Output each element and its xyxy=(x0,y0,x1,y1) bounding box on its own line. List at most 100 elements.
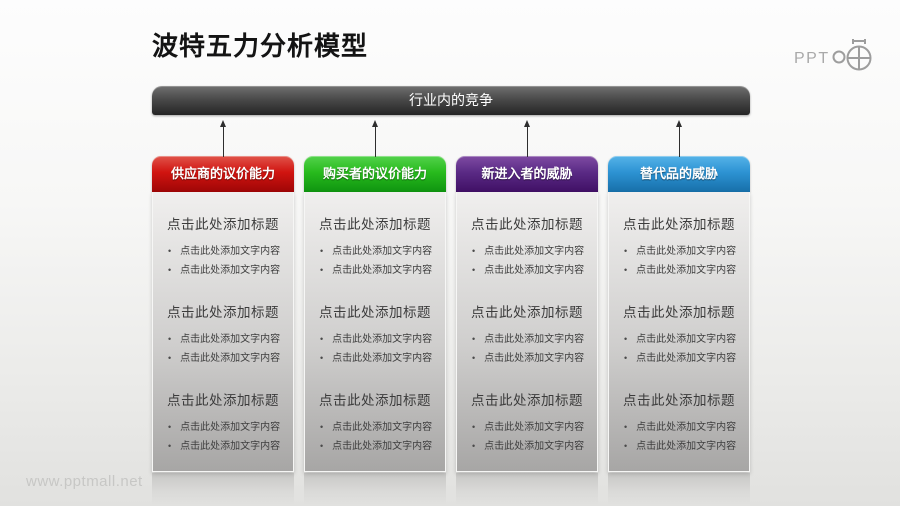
bullet-dot-icon: • xyxy=(320,353,324,363)
column-body-threat-of-substitutes: 点击此处添加标题•点击此处添加文字内容•点击此处添加文字内容点击此处添加标题•点… xyxy=(608,192,750,472)
five-forces-diagram: 行业内的竞争 供应商的议价能力点击此处添加标题•点击此处添加文字内容•点击此处添… xyxy=(152,86,750,505)
bullet-dot-icon: • xyxy=(472,246,476,256)
bullet-text: 点击此处添加文字内容 xyxy=(332,265,433,276)
column-header-threat-of-substitutes[interactable]: 替代品的威胁 xyxy=(608,156,750,192)
bullet-text: 点击此处添加文字内容 xyxy=(180,422,281,433)
placeholder-bullet[interactable]: •点击此处添加文字内容 xyxy=(463,349,591,368)
reflection-supplier-bargaining-power xyxy=(152,473,294,505)
bullet-text: 点击此处添加文字内容 xyxy=(484,422,585,433)
placeholder-bullet[interactable]: •点击此处添加文字内容 xyxy=(159,242,287,261)
logo-text: PPT xyxy=(794,50,830,67)
placeholder-title[interactable]: 点击此处添加标题 xyxy=(471,305,583,320)
placeholder-bullet[interactable]: • 点击此处添加文字内容 xyxy=(311,418,439,437)
bullet-text: 点击此处添加文字内容 xyxy=(180,441,281,452)
placeholder-bullet[interactable]: • 点击此处添加文字内容 xyxy=(463,437,591,456)
bullet-dot-icon: • xyxy=(168,441,172,451)
content-block: 点击此处添加标题•点击此处添加文字内容•点击此处添加文字内容 xyxy=(615,301,743,368)
columns-reflection xyxy=(152,473,750,505)
placeholder-bullet[interactable]: • 点击此处添加文字内容 xyxy=(311,330,439,349)
content-block: 点击此处添加标题 •点击此处添加文字内容•点击此处添加文字内容 xyxy=(159,213,287,280)
bullet-dot-icon: • xyxy=(624,334,628,344)
placeholder-bullet[interactable]: • 点击此处添加文字内容 xyxy=(311,437,439,456)
placeholder-title[interactable]: 点击此处添加标题 xyxy=(167,305,279,320)
bullet-dot-icon: • xyxy=(472,441,476,451)
placeholder-title[interactable]: 点击此处添加标题 xyxy=(319,393,431,408)
arrow-cell-threat-of-substitutes xyxy=(608,120,750,157)
bullet-text: 点击此处添加文字内容 xyxy=(180,334,281,345)
bullet-text: 点击此处添加文字内容 xyxy=(332,441,433,452)
placeholder-title[interactable]: 点击此处添加标题 xyxy=(471,393,583,408)
watermark: www.pptmall.net xyxy=(26,473,143,490)
placeholder-title[interactable]: 点击此处添加标题 xyxy=(623,305,735,320)
placeholder-title[interactable]: 点击此处添加标题 xyxy=(319,217,431,232)
bullet-text: 点击此处添加文字内容 xyxy=(636,334,737,345)
placeholder-bullet[interactable]: • 点击此处添加文字内容 xyxy=(159,418,287,437)
bullet-text: 点击此处添加文字内容 xyxy=(636,265,737,276)
column-body-buyer-bargaining-power: 点击此处添加标题•点击此处添加文字内容•点击此处添加文字内容点击此处添加标题•点… xyxy=(304,192,446,472)
bullet-text: 点击此处添加文字内容 xyxy=(636,353,737,364)
placeholder-bullet[interactable]: • 点击此处添加文字内容 xyxy=(463,242,591,261)
industry-rivalry-bar[interactable]: 行业内的竞争 xyxy=(152,86,750,115)
bullet-text: 点击此处添加文字内容 xyxy=(636,422,737,433)
placeholder-bullet[interactable]: • 点击此处添加文字内容 xyxy=(615,437,743,456)
placeholder-bullet[interactable]: • 点击此处添加文字内容 xyxy=(615,330,743,349)
column-body-threat-of-new-entrants: 点击此处添加标题•点击此处添加文字内容•点击此处添加文字内容点击此处添加标题•点… xyxy=(456,192,598,472)
placeholder-bullet[interactable]: •点击此处添加文字内容 xyxy=(463,261,591,280)
bullet-dot-icon: • xyxy=(168,422,172,432)
up-arrow-icon xyxy=(371,120,378,157)
content-block: 点击此处添加标题 • 点击此处添加文字内容 • 点击此处添加文字内容 xyxy=(311,213,439,280)
arrow-cell-threat-of-new-entrants xyxy=(456,120,598,157)
placeholder-title[interactable]: 点击此处添加标题 xyxy=(167,217,279,232)
placeholder-title[interactable]: 点击此处添加标题 xyxy=(471,217,583,232)
placeholder-bullet[interactable]: •点击此处添加文字内容 xyxy=(159,349,287,368)
arrows-row xyxy=(152,115,750,157)
content-block: 点击此处添加标题 • 点击此处添加文字内容 • 点击此处添加文字内容 xyxy=(311,389,439,456)
bullet-text: 点击此处添加文字内容 xyxy=(180,353,281,364)
placeholder-bullet[interactable]: •点击此处添加文字内容 xyxy=(615,242,743,261)
bullet-dot-icon: • xyxy=(320,265,324,275)
column-threat-of-new-entrants: 新进入者的威胁点击此处添加标题•点击此处添加文字内容•点击此处添加文字内容点击此… xyxy=(456,156,598,472)
bullet-text: 点击此处添加文字内容 xyxy=(484,441,585,452)
placeholder-bullet[interactable]: •点击此处添加文字内容 xyxy=(463,418,591,437)
placeholder-bullet[interactable]: •点击此处添加文字内容 xyxy=(615,418,743,437)
bullet-text: 点击此处添加文字内容 xyxy=(332,422,433,433)
content-block: 点击此处添加标题•点击此处添加文字内容•点击此处添加文字内容 xyxy=(463,389,591,456)
column-buyer-bargaining-power: 购买者的议价能力点击此处添加标题•点击此处添加文字内容•点击此处添加文字内容点击… xyxy=(304,156,446,472)
bullet-dot-icon: • xyxy=(320,334,324,344)
bullet-text: 点击此处添加文字内容 xyxy=(484,353,585,364)
placeholder-title[interactable]: 点击此处添加标题 xyxy=(623,393,735,408)
bullet-text: 点击此处添加文字内容 xyxy=(636,441,737,452)
reflection-buyer-bargaining-power xyxy=(304,473,446,505)
up-arrow-icon xyxy=(523,120,530,157)
arrow-cell-supplier-bargaining-power xyxy=(152,120,294,157)
bullet-dot-icon: • xyxy=(320,246,324,256)
placeholder-bullet[interactable]: • 点击此处添加文字内容 xyxy=(159,437,287,456)
content-block: 点击此处添加标题 • 点击此处添加文字内容 • 点击此处添加文字内容 xyxy=(159,389,287,456)
column-header-buyer-bargaining-power[interactable]: 购买者的议价能力 xyxy=(304,156,446,192)
bullet-text: 点击此处添加文字内容 xyxy=(484,246,585,257)
bullet-dot-icon: • xyxy=(320,422,324,432)
placeholder-bullet[interactable]: • 点击此处添加文字内容 xyxy=(311,261,439,280)
placeholder-bullet[interactable]: •点击此处添加文字内容 xyxy=(463,330,591,349)
placeholder-bullet[interactable]: •点击此处添加文字内容 xyxy=(159,261,287,280)
reflection-threat-of-new-entrants xyxy=(456,473,598,505)
bullet-text: 点击此处添加文字内容 xyxy=(636,246,737,257)
placeholder-title[interactable]: 点击此处添加标题 xyxy=(623,217,735,232)
bullet-dot-icon: • xyxy=(320,441,324,451)
placeholder-title[interactable]: 点击此处添加标题 xyxy=(319,305,431,320)
bullet-dot-icon: • xyxy=(624,265,628,275)
column-header-threat-of-new-entrants[interactable]: 新进入者的威胁 xyxy=(456,156,598,192)
content-block: 点击此处添加标题 •点击此处添加文字内容•点击此处添加文字内容 xyxy=(159,301,287,368)
bullet-text: 点击此处添加文字内容 xyxy=(332,246,433,257)
placeholder-bullet[interactable]: •点击此处添加文字内容 xyxy=(311,349,439,368)
placeholder-bullet[interactable]: • 点击此处添加文字内容 xyxy=(615,261,743,280)
placeholder-title[interactable]: 点击此处添加标题 xyxy=(167,393,279,408)
placeholder-bullet[interactable]: •点击此处添加文字内容 xyxy=(159,330,287,349)
column-threat-of-substitutes: 替代品的威胁点击此处添加标题•点击此处添加文字内容•点击此处添加文字内容点击此处… xyxy=(608,156,750,472)
column-header-supplier-bargaining-power[interactable]: 供应商的议价能力 xyxy=(152,156,294,192)
placeholder-bullet[interactable]: •点击此处添加文字内容 xyxy=(615,349,743,368)
placeholder-bullet[interactable]: • 点击此处添加文字内容 xyxy=(311,242,439,261)
bullet-text: 点击此处添加文字内容 xyxy=(332,334,433,345)
bullet-dot-icon: • xyxy=(624,441,628,451)
bullet-text: 点击此处添加文字内容 xyxy=(484,334,585,345)
